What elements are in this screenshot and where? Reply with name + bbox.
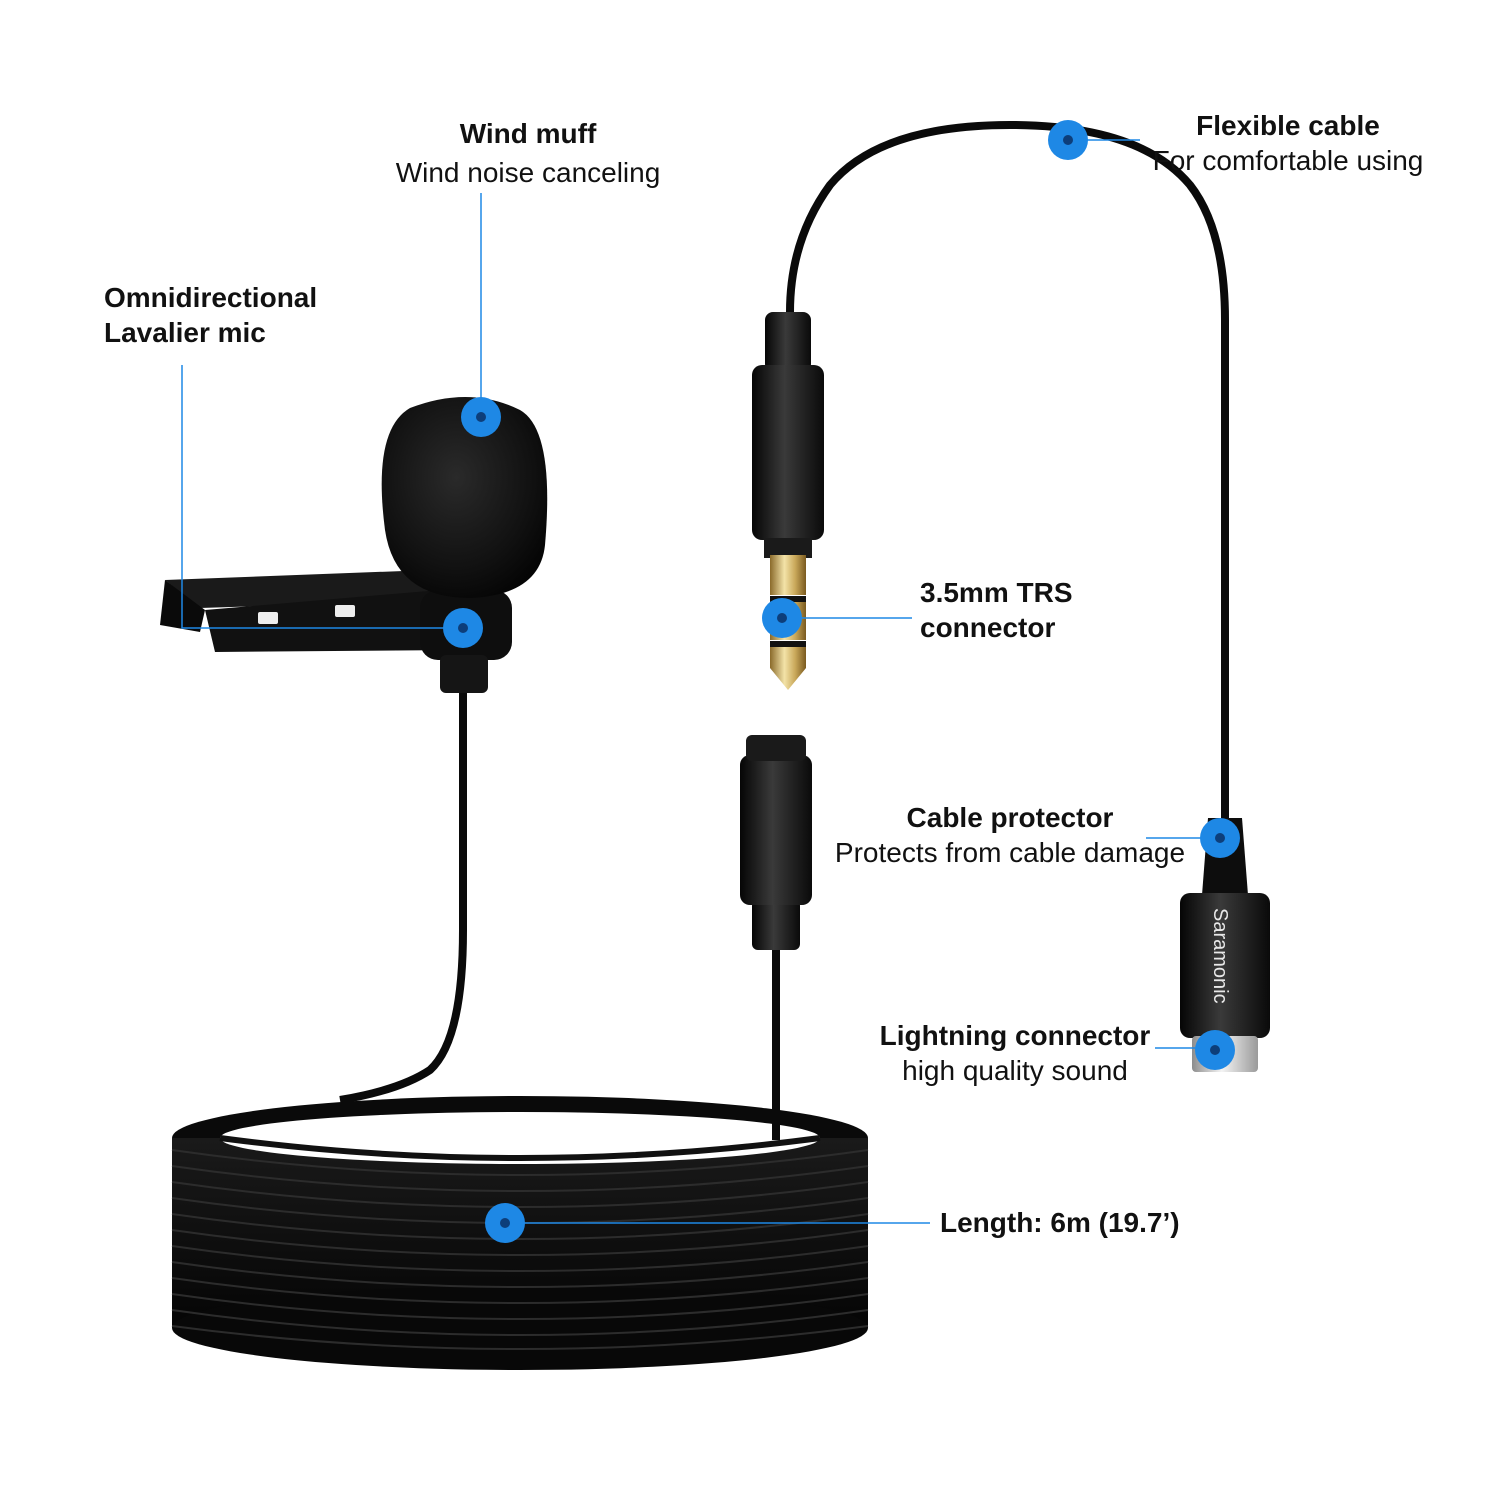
trs-connector-marker bbox=[762, 598, 802, 638]
callout-subtitle: Protects from cable damage bbox=[834, 837, 1186, 868]
brand-logo: Saramonic bbox=[1209, 908, 1231, 1004]
lavalier-marker bbox=[443, 608, 483, 648]
callout-subtitle: high quality sound bbox=[902, 1055, 1128, 1086]
lightning-marker bbox=[1195, 1030, 1235, 1070]
callout-lightning: Lightning connector high quality sound bbox=[870, 1018, 1160, 1088]
callout-wind-muff: Wind muff Wind noise canceling bbox=[378, 116, 678, 190]
cable-protector-marker bbox=[1200, 818, 1240, 858]
female-adapter bbox=[740, 735, 812, 950]
callout-trs-connector: 3.5mm TRS connector bbox=[920, 575, 1073, 645]
callout-title: Wind muff bbox=[459, 118, 597, 149]
callout-title: Cable protector bbox=[906, 802, 1114, 833]
callout-title: Length: 6m (19.7’) bbox=[940, 1207, 1180, 1238]
callout-title: Flexible cable bbox=[1196, 110, 1380, 141]
callout-title: Lightning connector bbox=[879, 1020, 1151, 1051]
callout-cable-protector: Cable protector Protects from cable dama… bbox=[820, 800, 1200, 870]
flexible-cable bbox=[1009, 121, 1229, 820]
callout-title-line1: Omnidirectional bbox=[104, 282, 318, 313]
mic-cable bbox=[339, 690, 467, 1104]
callout-subtitle: Wind noise canceling bbox=[395, 157, 661, 188]
callout-lavalier: Omnidirectional Lavalier mic bbox=[104, 280, 317, 350]
callout-flexible-cable: Flexible cable For comfortable using bbox=[1138, 108, 1438, 178]
trs-plug bbox=[752, 121, 1011, 690]
length-marker bbox=[485, 1203, 525, 1243]
wind-muff-marker bbox=[461, 397, 501, 437]
callout-subtitle: For comfortable using bbox=[1152, 145, 1424, 176]
lapel-clip bbox=[160, 570, 460, 652]
callout-title-line1: 3.5mm TRS bbox=[920, 577, 1073, 608]
callout-title-line2: Lavalier mic bbox=[104, 317, 266, 348]
marker-dots bbox=[443, 120, 1240, 1243]
callout-length: Length: 6m (19.7’) bbox=[940, 1205, 1180, 1240]
flexible-cable-marker bbox=[1048, 120, 1088, 160]
callout-title-line2: connector bbox=[920, 612, 1056, 643]
